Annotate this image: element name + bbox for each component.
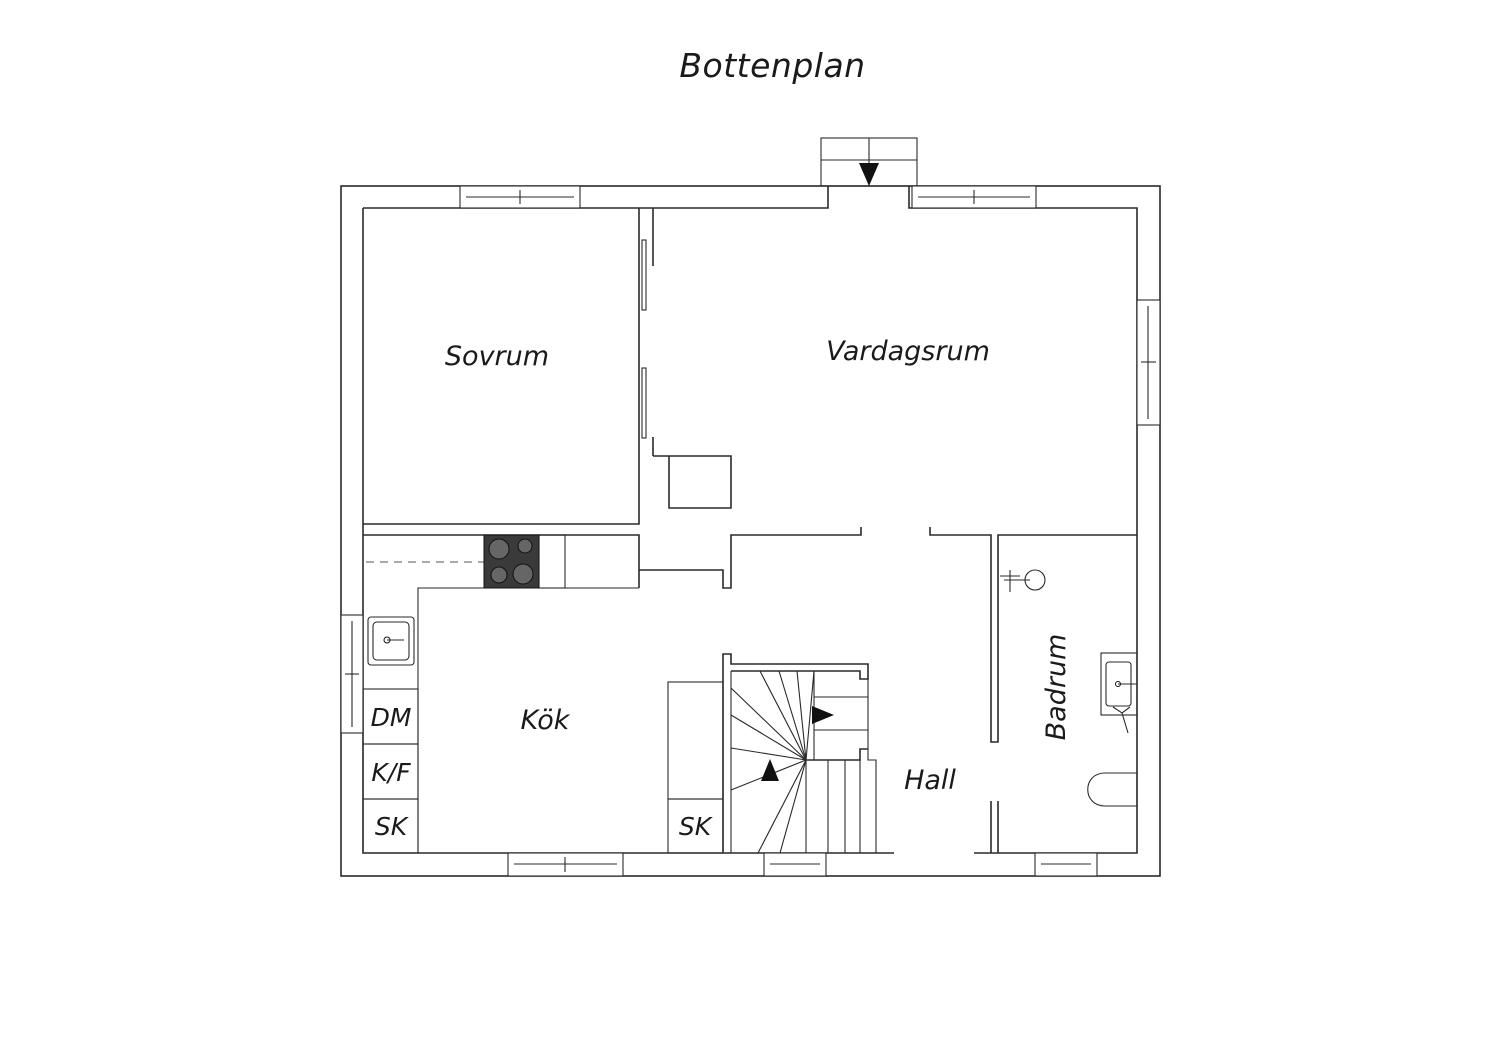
entrance-arrow-icon <box>859 163 879 186</box>
cabinet-label-sk-kitchen: SK <box>375 812 410 841</box>
window-top-right <box>911 185 1037 209</box>
window-left <box>340 614 364 734</box>
stair-arrow-right-icon <box>812 706 834 724</box>
toilet-icon <box>1087 772 1138 807</box>
cabinet-label-kf: K/F <box>371 758 411 787</box>
room-label-badrum: Badrum <box>1041 634 1072 741</box>
interior-walls <box>363 208 1137 853</box>
room-label-kok: Kök <box>521 705 571 736</box>
kitchen-fittings <box>362 534 724 854</box>
window-top-left <box>459 185 581 209</box>
windows <box>340 185 1161 877</box>
window-bottom-stairs <box>763 852 827 877</box>
stair-arrow-up-icon <box>761 759 779 781</box>
room-label-vardagsrum: Vardagsrum <box>826 336 990 367</box>
staircase <box>722 653 894 854</box>
window-bottom-bath <box>1034 852 1098 877</box>
entrance-step <box>820 137 918 187</box>
window-right <box>1136 299 1161 426</box>
washbasin-icon <box>1100 652 1138 716</box>
outer-walls <box>340 185 1161 877</box>
cabinet-label-sk-hall: SK <box>679 812 714 841</box>
room-label-sovrum: Sovrum <box>445 341 549 372</box>
sink-icon <box>367 616 415 666</box>
stove-icon <box>483 534 540 589</box>
bathroom-fixtures <box>1000 569 1138 807</box>
shower-icon <box>1000 569 1046 592</box>
cabinet-label-dm: DM <box>371 703 412 732</box>
plan-title: Bottenplan <box>679 46 866 85</box>
room-label-hall: Hall <box>904 765 956 796</box>
window-bottom-kitchen <box>507 852 624 877</box>
tap-icon <box>1112 706 1131 734</box>
